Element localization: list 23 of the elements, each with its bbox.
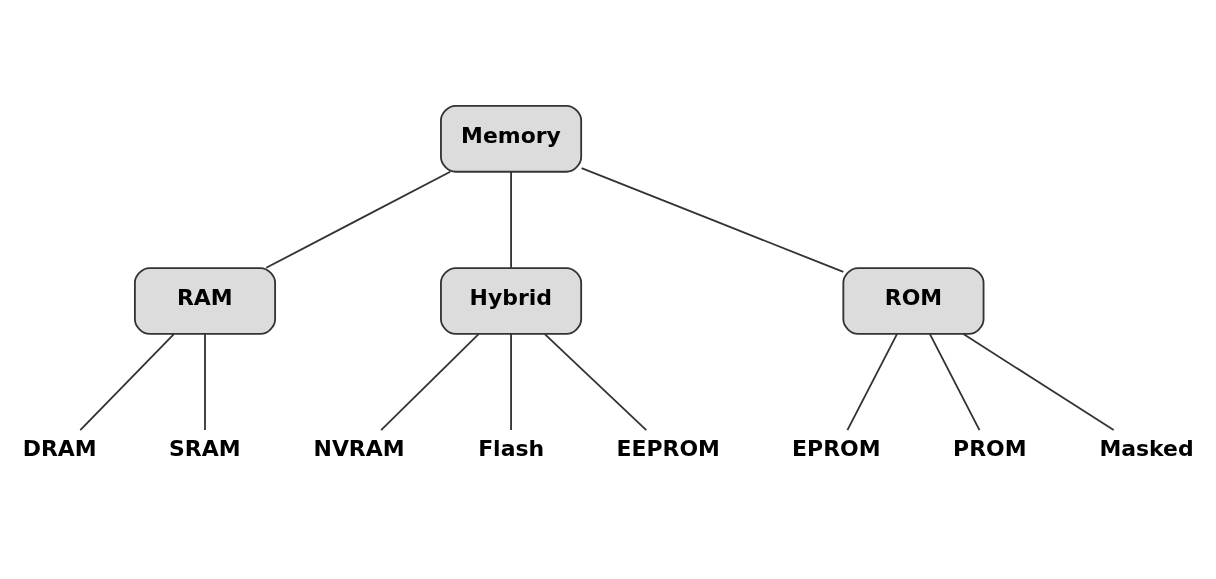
connector bbox=[510, 332, 512, 431]
node-text: PROM bbox=[953, 435, 1027, 461]
connector bbox=[380, 332, 480, 431]
connector bbox=[543, 332, 648, 431]
node-box: ROM bbox=[842, 266, 985, 335]
node-box: Memory bbox=[440, 104, 583, 173]
node-text: Flash bbox=[478, 435, 545, 461]
node-text: DRAM bbox=[22, 435, 97, 461]
connector bbox=[79, 332, 175, 431]
node-box: RAM bbox=[133, 266, 277, 335]
connector bbox=[580, 166, 845, 273]
node-text: EEPROM bbox=[616, 435, 720, 461]
connector bbox=[510, 170, 512, 269]
connector bbox=[929, 332, 981, 431]
connector bbox=[204, 332, 206, 431]
connector bbox=[962, 332, 1115, 431]
node-text: EPROM bbox=[792, 435, 881, 461]
node-box: Hybrid bbox=[440, 266, 583, 335]
connector bbox=[265, 170, 452, 269]
connector bbox=[846, 332, 898, 431]
node-text: Masked bbox=[1099, 435, 1194, 461]
node-text: NVRAM bbox=[313, 435, 405, 461]
node-text: SRAM bbox=[169, 435, 241, 461]
